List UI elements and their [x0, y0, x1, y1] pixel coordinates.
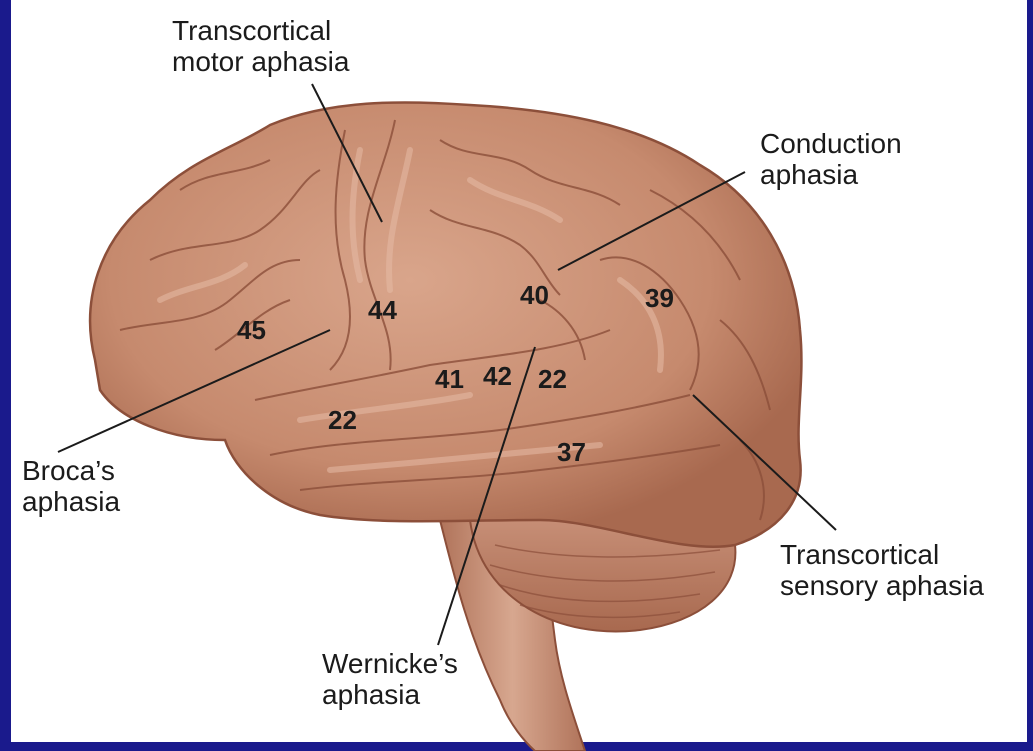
- label-line: Broca’s: [22, 455, 120, 486]
- area-22-upper: 22: [538, 364, 567, 395]
- label-transcortical-motor-aphasia: Transcortical motor aphasia: [172, 15, 349, 77]
- label-wernickes-aphasia: Wernicke’s aphasia: [322, 648, 458, 710]
- area-44: 44: [368, 295, 397, 326]
- cerebrum: [90, 102, 801, 546]
- label-brocas-aphasia: Broca’s aphasia: [22, 455, 120, 517]
- label-transcortical-sensory-aphasia: Transcortical sensory aphasia: [780, 539, 984, 601]
- area-45: 45: [237, 315, 266, 346]
- label-line: sensory aphasia: [780, 570, 984, 601]
- area-37: 37: [557, 437, 586, 468]
- label-line: Transcortical: [172, 15, 349, 46]
- label-line: motor aphasia: [172, 46, 349, 77]
- label-line: Wernicke’s: [322, 648, 458, 679]
- area-42: 42: [483, 361, 512, 392]
- area-41: 41: [435, 364, 464, 395]
- label-line: Transcortical: [780, 539, 984, 570]
- label-line: Conduction: [760, 128, 902, 159]
- label-line: aphasia: [22, 486, 120, 517]
- area-39: 39: [645, 283, 674, 314]
- area-40: 40: [520, 280, 549, 311]
- label-line: aphasia: [760, 159, 902, 190]
- label-line: aphasia: [322, 679, 458, 710]
- area-22-lower: 22: [328, 405, 357, 436]
- label-conduction-aphasia: Conduction aphasia: [760, 128, 902, 190]
